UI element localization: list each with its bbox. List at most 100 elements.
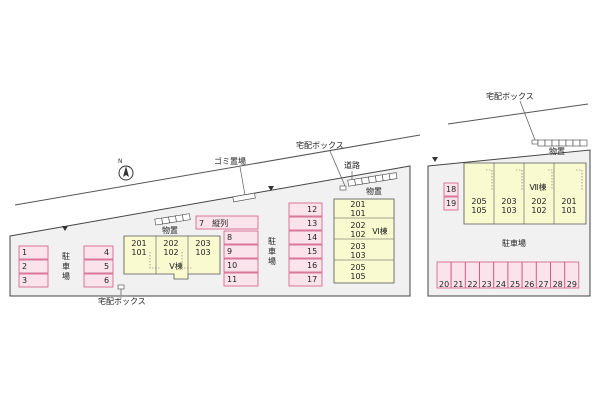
svg-text:駐: 駐	[62, 251, 70, 261]
north-compass-icon: N	[118, 158, 134, 181]
svg-text:車: 車	[268, 246, 276, 256]
parking-spot: 6	[83, 273, 114, 288]
unit-number-upper: 205	[471, 197, 486, 206]
svg-text:場: 場	[268, 256, 276, 266]
parking-spot: 28	[550, 261, 565, 289]
parking-spot: 5	[83, 259, 114, 274]
parking-spot-number: 1	[22, 248, 27, 257]
unit-number-upper: 202	[163, 239, 178, 248]
parking-spot: 13	[288, 216, 323, 231]
parking-spot: 19	[443, 196, 459, 211]
parking-spot-number: 8	[227, 233, 232, 242]
parking-row-7-label: 7 縦列	[199, 218, 228, 228]
parking-spot: 2	[18, 259, 49, 274]
unit-number-lower: 105	[350, 272, 365, 281]
parking-spot-number: 22	[467, 280, 477, 289]
unit-number-upper: 201	[561, 197, 576, 206]
unit-number-lower: 102	[163, 248, 178, 257]
parking-spot-number: 27	[538, 280, 548, 289]
unit-number-upper: 201	[131, 239, 146, 248]
parking-spot-number: 11	[227, 275, 237, 284]
parking-spot-number: 25	[510, 280, 520, 289]
parking-spot: 18	[443, 182, 459, 197]
parking-spot-number: 28	[553, 280, 563, 289]
parking-label-horizontal: 駐車場	[502, 238, 526, 248]
parking-spot: 29	[564, 261, 580, 289]
parking-spot-number: 23	[482, 280, 492, 289]
storage-left	[154, 213, 191, 226]
unit-number-upper: 203	[350, 242, 365, 251]
parking-spot: 26	[521, 261, 537, 289]
parking-spot: 27	[536, 261, 551, 289]
entrance-arrow	[432, 157, 438, 162]
parking-spot-number: 13	[307, 219, 317, 228]
building-name: Ⅴ棟	[169, 261, 182, 271]
svg-text:駐: 駐	[268, 236, 276, 246]
unit-number-lower: 102	[350, 230, 365, 239]
parking-spot-number: 2	[22, 262, 27, 271]
parking-label-vertical: 駐 車 場	[62, 251, 70, 281]
parking-spot-number: 21	[453, 280, 463, 289]
parking-spot: 10	[223, 258, 259, 273]
parking-spot-number: 3	[22, 276, 27, 285]
delivery-box-bottom: 宅配ボックス	[98, 284, 146, 306]
parking-row-7	[195, 215, 259, 230]
storage-label: 物置	[162, 225, 178, 235]
storage-mid	[347, 172, 398, 187]
unit-number-upper: 205	[350, 263, 365, 272]
parking-spot-number: 29	[567, 280, 577, 289]
parking-spot-number: 19	[446, 199, 456, 208]
parking-spot: 3	[18, 273, 49, 288]
storage-label: 物置	[366, 186, 382, 196]
parking-spot: 9	[223, 244, 259, 259]
parking-spot: 15	[288, 244, 323, 259]
parking-spot: 8	[223, 230, 259, 245]
unit-number-lower: 101	[131, 248, 146, 257]
unit-number-upper: 202	[350, 221, 365, 230]
storage-right	[537, 139, 588, 147]
unit-number-upper: 201	[350, 200, 365, 209]
building-name: Ⅶ棟	[530, 182, 547, 192]
unit-number-upper: 202	[531, 197, 546, 206]
parking-spot-number: 16	[307, 261, 317, 270]
parking-spot: 1	[18, 245, 49, 260]
entrance-arrow	[268, 186, 274, 191]
parking-spot: 11	[223, 272, 259, 287]
parking-spot: 16	[288, 258, 323, 273]
delivery-box-top: 宅配ボックス	[296, 140, 347, 191]
parking-spot-number: 26	[524, 280, 534, 289]
parking-spot-number: 5	[104, 262, 109, 271]
parking-spot: 20	[436, 261, 452, 289]
unit-number-lower: 102	[531, 206, 546, 215]
svg-text:車: 車	[62, 261, 70, 271]
parking-spot: 22	[464, 261, 480, 289]
unit-number-lower: 103	[501, 206, 516, 215]
parking-spot: 17	[288, 272, 323, 287]
parking-spot: 21	[450, 261, 466, 289]
storage-label: 物置	[549, 146, 565, 156]
parking-spot: 14	[288, 230, 323, 245]
unit-number-lower: 103	[350, 251, 365, 260]
parking-spot: 12	[288, 202, 323, 217]
unit-number-lower: 105	[471, 206, 486, 215]
delivery-box-label: 宅配ボックス	[486, 91, 534, 101]
garbage-area: ゴミ置場	[214, 156, 256, 203]
road-line-right	[447, 103, 589, 125]
parking-spot-number: 10	[227, 261, 237, 270]
unit-number-lower: 101	[561, 206, 576, 215]
unit-number-lower: 101	[350, 209, 365, 218]
road-label: 道路	[344, 160, 360, 170]
parking-spot-number: 4	[104, 248, 109, 257]
unit-number-upper: 203	[501, 197, 516, 206]
parking-spot-number: 9	[227, 247, 232, 256]
north-label: N	[118, 158, 123, 165]
parking-spot-number: 17	[307, 275, 317, 284]
road-line-left	[14, 134, 421, 206]
garbage-label: ゴミ置場	[214, 156, 246, 166]
parking-spot-number: 20	[439, 280, 449, 289]
